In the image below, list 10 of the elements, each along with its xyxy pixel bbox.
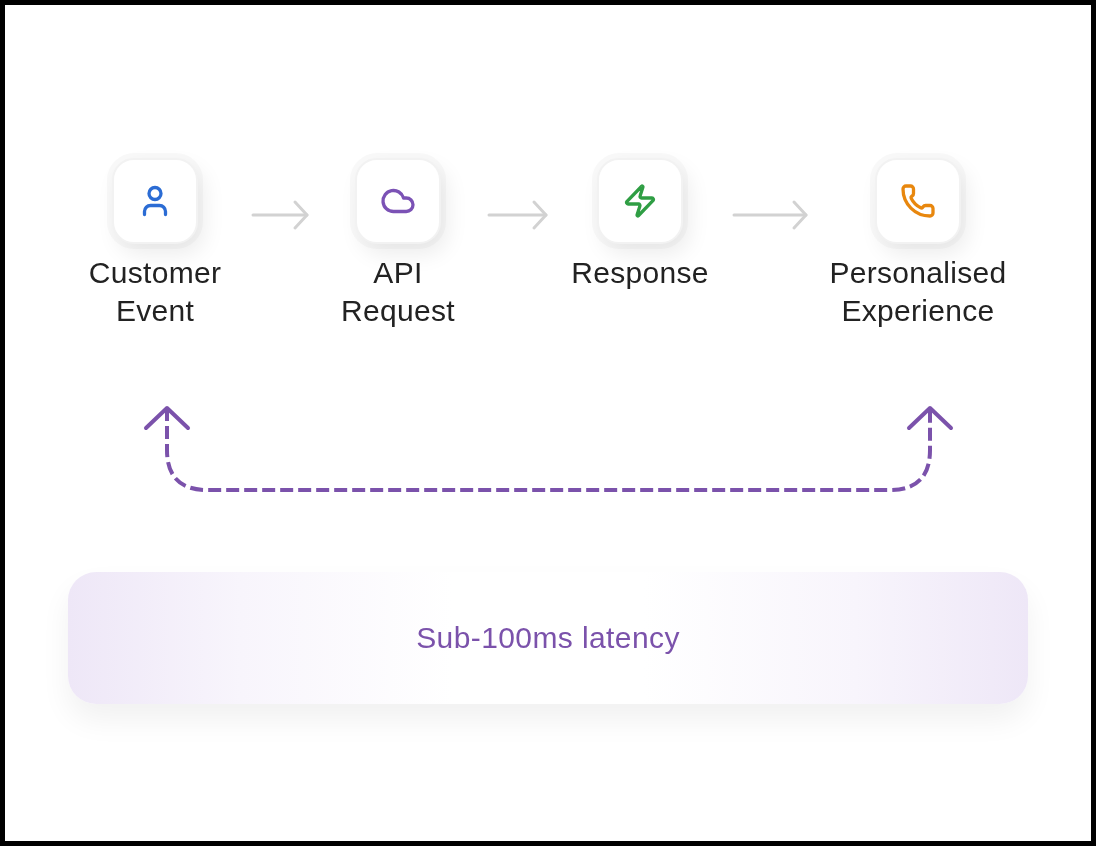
- step-label: Personalised Experience: [828, 255, 1008, 329]
- highlight-panel: [68, 572, 1028, 704]
- panel-text: Sub-100ms latency: [416, 620, 680, 656]
- arrow: [732, 200, 808, 230]
- step-label: Response: [571, 255, 709, 291]
- step-label: Customer Event: [87, 255, 223, 329]
- step-label: API Request: [340, 255, 456, 329]
- arrow: [251, 200, 309, 230]
- dashed-arrow: [144, 406, 953, 492]
- arrow: [487, 200, 548, 230]
